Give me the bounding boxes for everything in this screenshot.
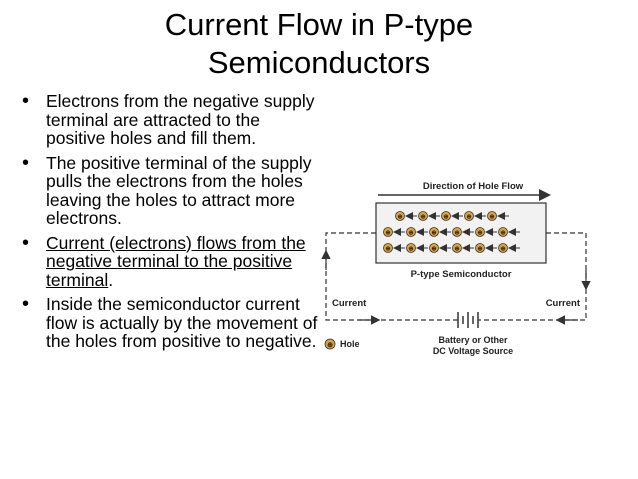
bullet-text: The positive terminal of the supply pull… [46, 152, 312, 228]
current-label-right: Current [546, 298, 581, 309]
current-label-left: Current [332, 298, 367, 309]
hole-legend-symbol: ⊕ [327, 342, 333, 349]
slide-title-line-2: Semiconductors [207, 45, 431, 80]
hole-marker [452, 243, 462, 253]
bullet-item: Current (electrons) flows from the negat… [22, 232, 322, 290]
hole-symbol: ⊕ [420, 215, 425, 221]
hole-marker [498, 243, 508, 253]
battery-label-line-1: Battery or Other [438, 335, 508, 345]
hole-marker [383, 227, 393, 237]
bullet-list: Electrons from the negative supply termi… [22, 92, 322, 357]
hole-symbol: ⊕ [500, 231, 505, 237]
hole-symbol: ⊕ [489, 215, 494, 221]
hole-marker [429, 227, 439, 237]
bullet-text-suffix: . [108, 269, 114, 290]
bullet-text: Inside the semiconductor current flow is… [46, 294, 318, 351]
hole-marker [418, 211, 428, 221]
hole-marker [429, 243, 439, 253]
hole-marker [487, 211, 497, 221]
direction-label: Direction of Hole Flow [423, 181, 524, 192]
hole-symbol: ⊕ [477, 247, 482, 253]
hole-symbol: ⊕ [385, 231, 390, 237]
hole-legend-icon [324, 338, 336, 350]
hole-symbol: ⊕ [500, 247, 505, 253]
bullet-item: The positive terminal of the supply pull… [22, 152, 322, 228]
hole-marker [464, 211, 474, 221]
bullet-text-underlined: Current (electrons) flows from the negat… [46, 232, 306, 290]
hole-marker [406, 243, 416, 253]
hole-marker [475, 227, 485, 237]
hole-legend-label: Hole [340, 339, 360, 349]
battery-label-line-2: DC Voltage Source [433, 346, 513, 356]
hole-symbol: ⊕ [454, 231, 459, 237]
hole-marker [383, 243, 393, 253]
hole-marker [395, 211, 405, 221]
hole-grid: ⊕ ⊕ ⊕ ⊕ ⊕ ⊕ ⊕ ⊕ ⊕ ⊕ ⊕ ⊕ ⊕ ⊕ ⊕ ⊕ ⊕ [383, 211, 520, 253]
hole-symbol: ⊕ [454, 247, 459, 253]
hole-symbol: ⊕ [408, 247, 413, 253]
hole-marker [475, 243, 485, 253]
slide-title: Current Flow in P-type Semiconductors [0, 6, 638, 82]
hole-symbol: ⊕ [466, 215, 471, 221]
hole-symbol: ⊕ [477, 231, 482, 237]
slide-title-line-1: Current Flow in P-type [164, 7, 474, 42]
hole-symbol: ⊕ [385, 247, 390, 253]
hole-marker [452, 227, 462, 237]
bullet-item: Inside the semiconductor current flow is… [22, 295, 322, 351]
hole-symbol: ⊕ [397, 215, 402, 221]
hole-marker [406, 227, 416, 237]
circuit-wire-left [325, 232, 458, 321]
hole-symbol: ⊕ [431, 231, 436, 237]
semiconductor-label: P-type Semiconductor [411, 269, 512, 280]
bullet-text: Electrons from the negative supply termi… [46, 91, 315, 148]
p-type-current-diagram: Direction of Hole Flow ⊕⊕⊕⊕⊕⊕⊕⊕⊕⊕⊕⊕⊕⊕⊕⊕⊕… [321, 181, 591, 356]
battery-symbol [457, 312, 479, 328]
hole-symbol: ⊕ [431, 247, 436, 253]
bullet-item: Electrons from the negative supply termi… [22, 92, 322, 148]
hole-symbol: ⊕ [443, 215, 448, 221]
hole-symbol: ⊕ [408, 231, 413, 237]
hole-marker [441, 211, 451, 221]
hole-marker [498, 227, 508, 237]
